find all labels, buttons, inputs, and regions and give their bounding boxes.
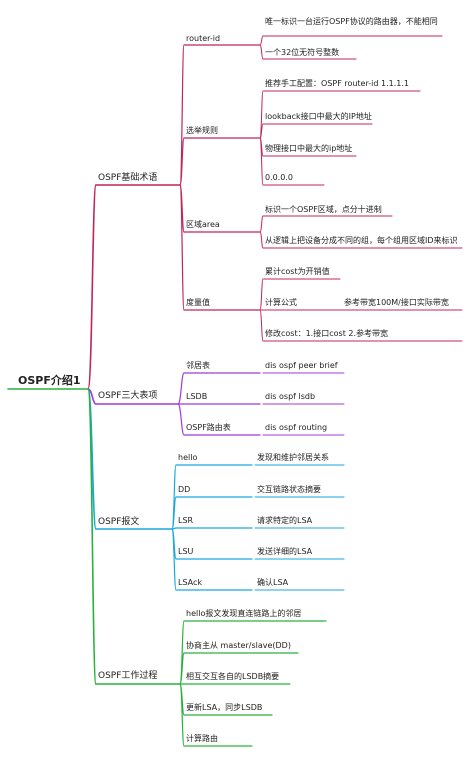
node-router-id[interactable]: router-id	[186, 34, 221, 43]
node-lsdb[interactable]: LSDB	[186, 392, 208, 401]
branch-1-connector	[87, 388, 97, 405]
node-lsack[interactable]: LSAck	[178, 578, 203, 587]
node-routing-table[interactable]: OSPF路由表	[186, 423, 231, 432]
connector-lines	[7, 35, 463, 747]
node-dd[interactable]: DD	[178, 485, 191, 494]
node-lsu[interactable]: LSU	[178, 547, 194, 556]
topic-ospf-packets[interactable]: OSPF报文	[98, 517, 140, 527]
node-lsdb-cmd[interactable]: dis ospf lsdb	[265, 392, 316, 401]
pink-l3-1-3-connector	[259, 137, 264, 186]
node-area[interactable]: 区域area	[186, 220, 220, 229]
pink-l3-0-1-connector	[259, 44, 264, 60]
node-routing-table-cmd[interactable]: dis ospf routing	[265, 423, 328, 432]
node-metric-modify-cost[interactable]: 修改cost：1.接口cost 2.参考带宽	[265, 329, 389, 338]
node-election-physical[interactable]: 物理接口中最大的ip地址	[265, 144, 353, 153]
branch-0-connector	[87, 184, 97, 390]
node-hello-desc[interactable]: 发现和维护邻居关系	[257, 453, 329, 462]
node-router-id-32bit[interactable]: 一个32位无符号整数	[265, 48, 340, 57]
node-dd-desc[interactable]: 交互链路状态摘要	[257, 485, 321, 494]
blue-l2-4-connector	[171, 528, 177, 591]
node-metric-cumulative-cost[interactable]: 累计cost为开销值	[265, 267, 330, 276]
node-step-hello-discover[interactable]: hello报文发现直连链路上的邻居	[186, 609, 302, 618]
node-area-logical-groups[interactable]: 从逻辑上把设备分成不同的组，每个组用区域ID来标识	[265, 236, 458, 245]
green-l2-1-connector	[179, 652, 185, 685]
node-lsack-desc[interactable]: 确认LSA	[257, 578, 289, 587]
node-lsu-desc[interactable]: 发送详细的LSA	[257, 547, 313, 556]
pink-l3-1-1-connector	[259, 123, 264, 139]
node-area-dotted[interactable]: 标识一个OSPF区域，点分十进制	[265, 205, 382, 214]
pink-l2-1-connector	[179, 137, 185, 186]
purple-l2-0-connector	[177, 372, 185, 405]
node-metric-formula-detail[interactable]: 参考带宽100M/接口实际带宽	[344, 298, 449, 307]
blue-l2-1-connector	[171, 496, 177, 530]
node-election-loopback[interactable]: lookback接口中最大的IP地址	[265, 112, 372, 121]
node-hello[interactable]: hello	[178, 453, 198, 462]
node-neighbor-table[interactable]: 邻居表	[186, 361, 210, 370]
pink-l3-2-1-connector	[259, 231, 264, 249]
node-neighbor-table-cmd[interactable]: dis ospf peer brief	[265, 361, 338, 370]
topic-ospf-basic-terms[interactable]: OSPF基础术语	[98, 173, 158, 183]
pink-l3-2-0-connector	[259, 215, 264, 233]
node-step-master-slave[interactable]: 协商主从 master/slave(DD)	[186, 641, 291, 650]
root-topic[interactable]: OSPF介绍1	[18, 374, 81, 387]
node-step-update-lsa[interactable]: 更新LSA，同步LSDB	[186, 703, 263, 712]
node-election-zero[interactable]: 0.0.0.0	[265, 173, 293, 182]
pink-l3-0-0-connector	[259, 35, 264, 46]
node-lsr-desc[interactable]: 请求特定的LSA	[257, 516, 313, 525]
node-election-rules[interactable]: 选举规则	[186, 126, 218, 135]
node-metric-formula[interactable]: 计算公式	[265, 298, 297, 307]
branch-3-connector	[87, 388, 97, 685]
pink-l2-3-connector	[179, 184, 185, 311]
topic-ospf-three-tables[interactable]: OSPF三大表项	[98, 391, 158, 401]
node-metric[interactable]: 度量值	[186, 298, 210, 307]
node-step-compute-routes[interactable]: 计算路由	[186, 734, 218, 743]
green-l2-4-connector	[179, 683, 185, 747]
node-step-exchange-lsdb[interactable]: 相互交互各自的LSDB摘要	[186, 672, 280, 681]
node-election-manual[interactable]: 推荐手工配置：OSPF router-id 1.1.1.1	[265, 79, 409, 88]
pink-l3-3-0-connector	[259, 278, 264, 311]
pink-l3-3-2-connector	[259, 309, 264, 342]
purple-l2-2-connector	[177, 403, 185, 436]
topic-ospf-work-process[interactable]: OSPF工作过程	[98, 671, 158, 681]
node-lsr[interactable]: LSR	[178, 516, 194, 525]
node-router-id-unique[interactable]: 唯一标识一台运行OSPF协议的路由器，不能相同	[265, 17, 438, 26]
